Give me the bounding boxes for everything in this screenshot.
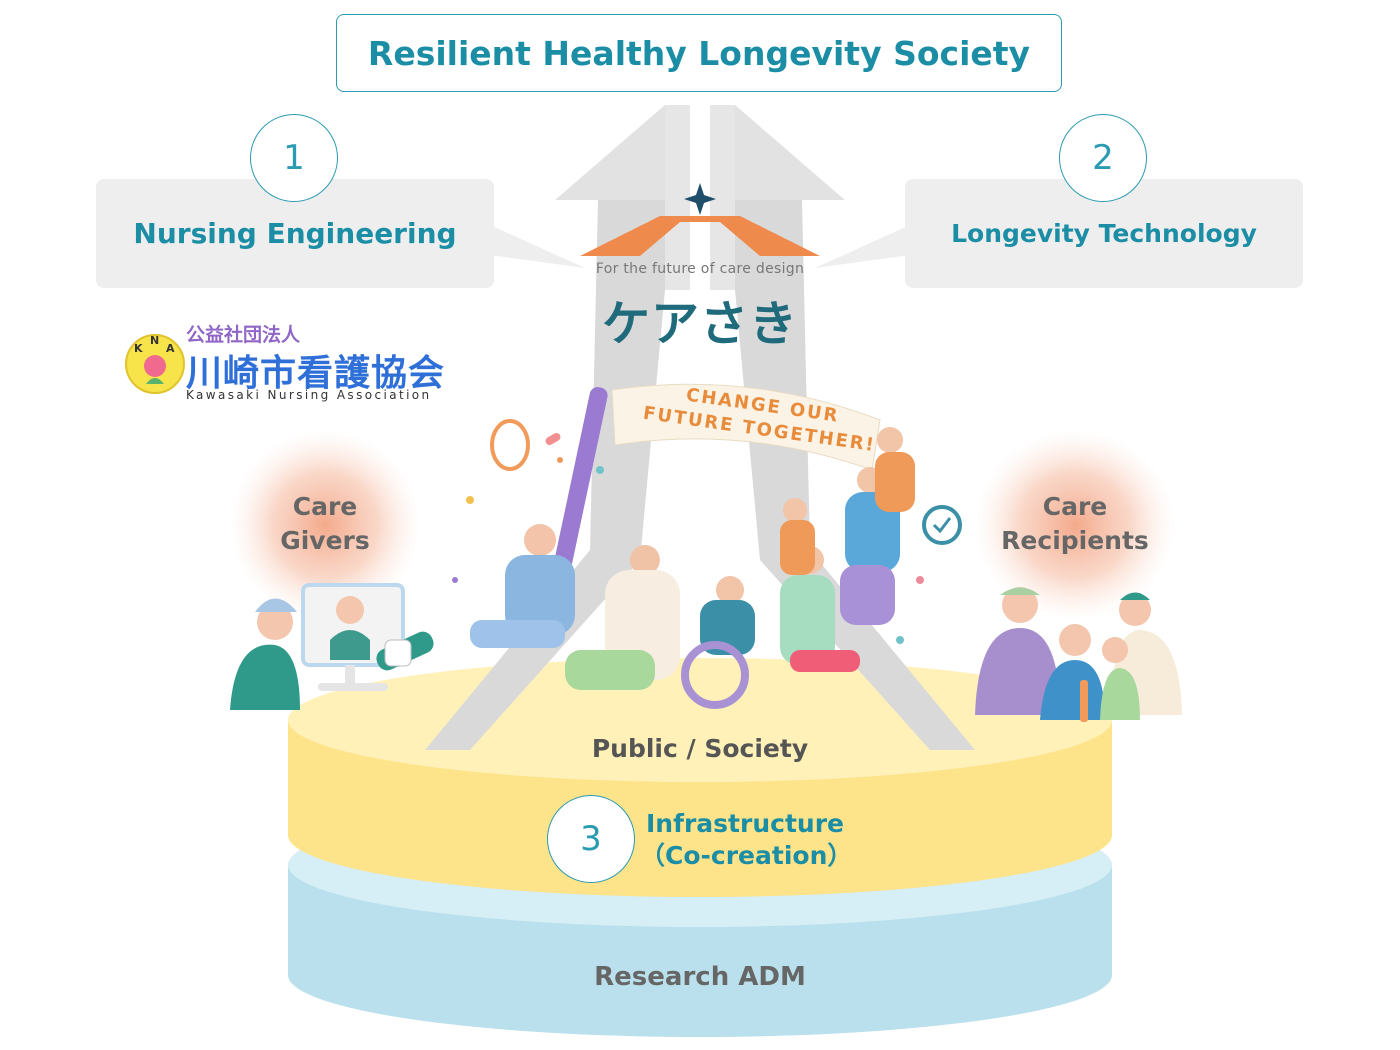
care-givers-line-2: Givers [280,526,370,555]
kna-letter-n: N [150,334,159,347]
pillar-3-number: 3 [547,795,635,883]
kna-letter-k: K [134,342,143,355]
care-recipients-label: Care Recipients [990,490,1160,558]
infrastructure-subtitle: （Co-creation） [640,841,853,870]
callout-right-tail [815,225,910,268]
kna-badge-icon: K N A [125,334,185,394]
pillar-2-label: Longevity Technology [951,219,1257,248]
care-giver-illustration [230,583,434,710]
care-givers-label: Care Givers [245,490,405,558]
pillar-2-number: 2 [1059,114,1147,202]
care-recipients-illustration [975,587,1182,722]
care-givers-line-1: Care [292,492,358,521]
goal-box: Resilient Healthy Longevity Society [336,14,1062,92]
pillar-1-label: Nursing Engineering [133,217,457,250]
care-givers-glow [230,430,420,620]
care-recipients-line-2: Recipients [1001,526,1149,555]
association-name-jp: 川崎市看護協会 [186,353,446,394]
association-name-en: Kawasaki Nursing Association [186,388,432,402]
care-recipients-line-1: Care [1042,492,1108,521]
kna-letter-a: A [166,342,175,355]
logo-tagline: For the future of care design [595,261,805,277]
logo-mark [580,183,820,256]
pillar-1-number: 1 [250,114,338,202]
association-org-type: 公益社団法人 [186,324,301,346]
public-society-label: Public / Society [591,734,809,763]
care-recipients-glow [975,430,1175,620]
pillar-nursing-engineering: Nursing Engineering [96,179,494,288]
infrastructure-label: Infrastructure （Co-creation） [640,808,853,872]
infrastructure-title: Infrastructure [646,809,844,838]
goal-title: Resilient Healthy Longevity Society [367,33,1031,73]
road-arrows [425,105,975,750]
crowd-illustration [452,383,962,709]
research-adm-label: Research ADM [594,962,806,992]
logo-name: ケアさき [601,296,798,352]
callout-left-tail [490,225,585,268]
